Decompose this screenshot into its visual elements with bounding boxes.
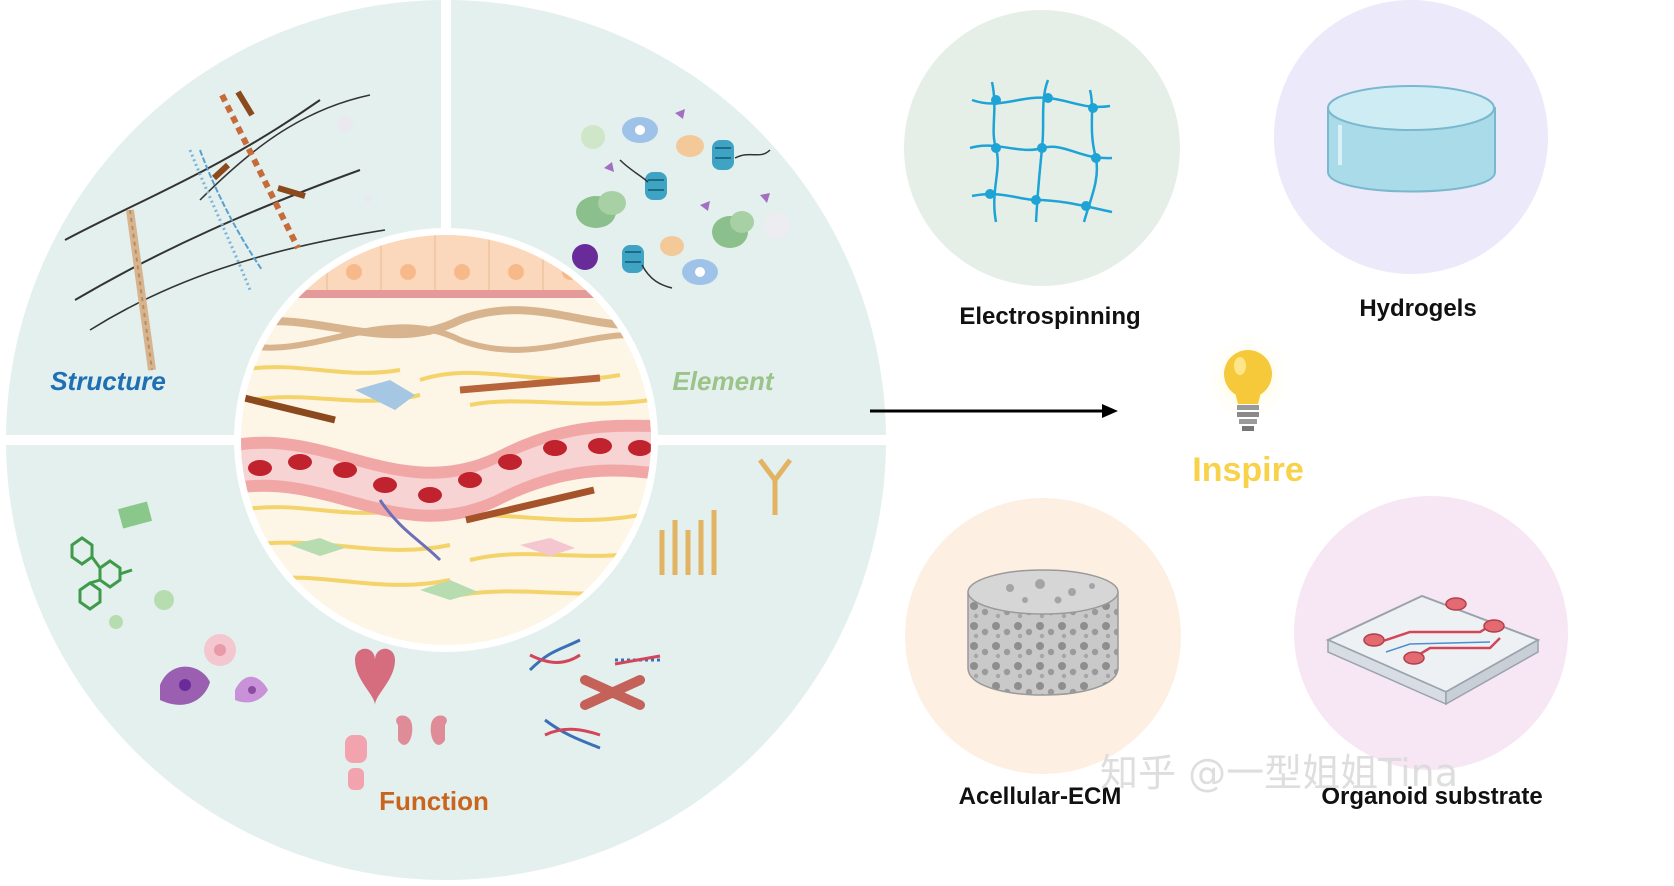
hydrogels-node — [1274, 0, 1548, 274]
microfluidic-chip-icon — [1325, 594, 1541, 706]
hydrogels-label: Hydrogels — [1359, 295, 1476, 322]
inspire-arrow — [870, 404, 1118, 418]
tissue-cross-section-icon — [241, 235, 651, 645]
hydrogel-disc-icon — [1327, 85, 1496, 193]
function-label: Function — [379, 786, 489, 816]
organoid-substrate-node — [1294, 496, 1568, 770]
function-biology-icon — [70, 458, 792, 790]
acellular-ecm-node — [905, 498, 1181, 774]
watermark-text: 知乎 @一型姐姐Tina — [1100, 751, 1459, 795]
inspire-label: Inspire — [1192, 451, 1303, 489]
structure-fibers-icon — [64, 90, 386, 371]
electrospinning-label: Electrospinning — [959, 303, 1140, 330]
lightbulb-icon — [1202, 332, 1294, 431]
electrospinning-node — [904, 10, 1180, 286]
acellular-ecm-label: Acellular-ECM — [959, 783, 1122, 810]
porous-scaffold-icon — [967, 569, 1119, 696]
structure-label: Structure — [50, 366, 166, 396]
element-molecules-icon — [572, 109, 790, 289]
element-label: Element — [672, 366, 774, 396]
ecm-wheel: Structure Element Function — [6, 0, 886, 880]
organoid-substrate-label: Organoid substrate — [1321, 783, 1542, 810]
